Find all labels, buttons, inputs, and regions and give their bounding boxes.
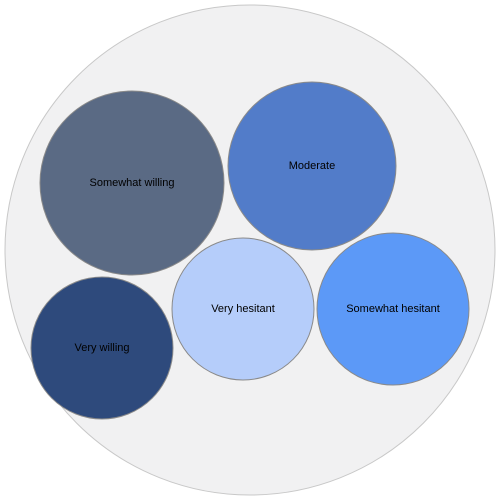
bubble-label: Somewhat willing <box>90 177 175 189</box>
bubble-label: Moderate <box>289 160 335 172</box>
bubble-very-willing <box>30 276 174 420</box>
bubble-label: Very hesitant <box>211 303 275 315</box>
bubble-very-hesitant <box>171 237 315 381</box>
bubble-somewhat-hesitant <box>316 232 470 386</box>
bubble-moderate <box>227 81 397 251</box>
bubble-label: Very willing <box>74 342 129 354</box>
bubble-somewhat-willing <box>39 90 225 276</box>
bubble-label: Somewhat hesitant <box>346 303 440 315</box>
